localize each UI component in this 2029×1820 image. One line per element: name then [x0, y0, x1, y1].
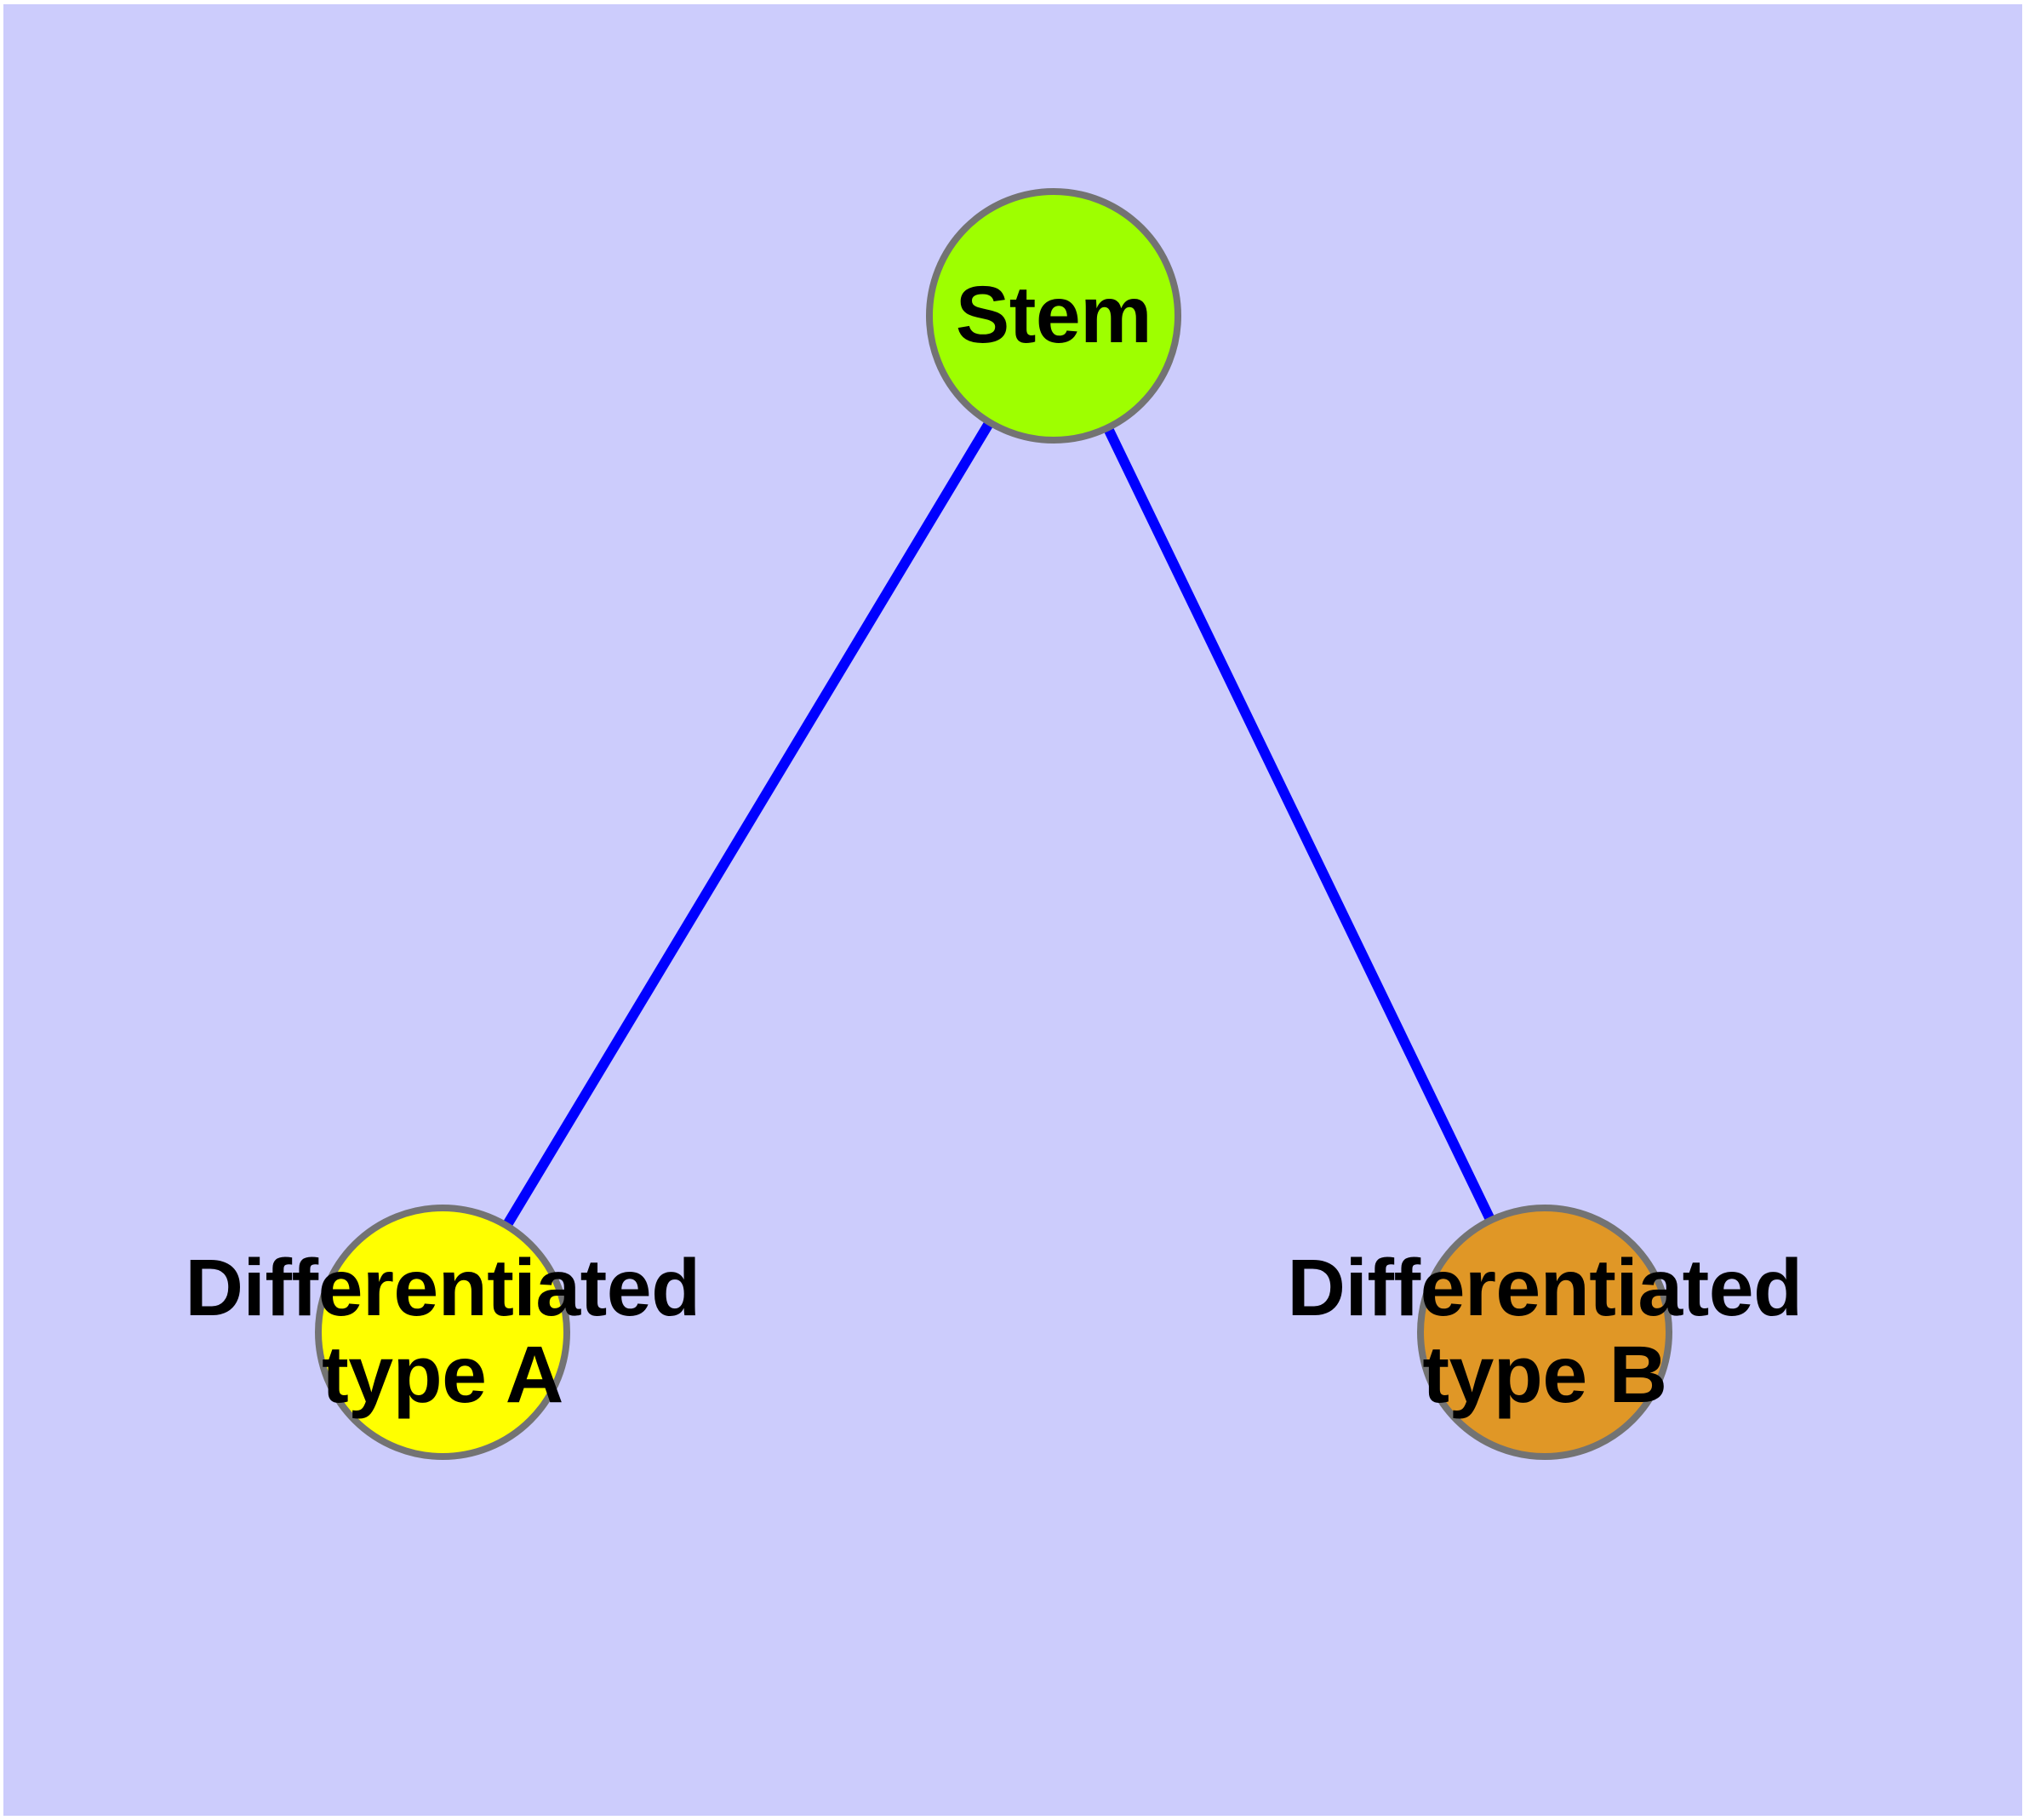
node-stem-circle[interactable] [926, 188, 1181, 444]
edges-group [437, 312, 1550, 1336]
node-differentiated-type-b-circle[interactable] [1417, 1205, 1672, 1460]
edge-stem-to-diff-a [437, 312, 1059, 1336]
node-differentiated-type-a-circle[interactable] [315, 1205, 570, 1460]
edge-stem-to-diff-b [1049, 313, 1550, 1335]
